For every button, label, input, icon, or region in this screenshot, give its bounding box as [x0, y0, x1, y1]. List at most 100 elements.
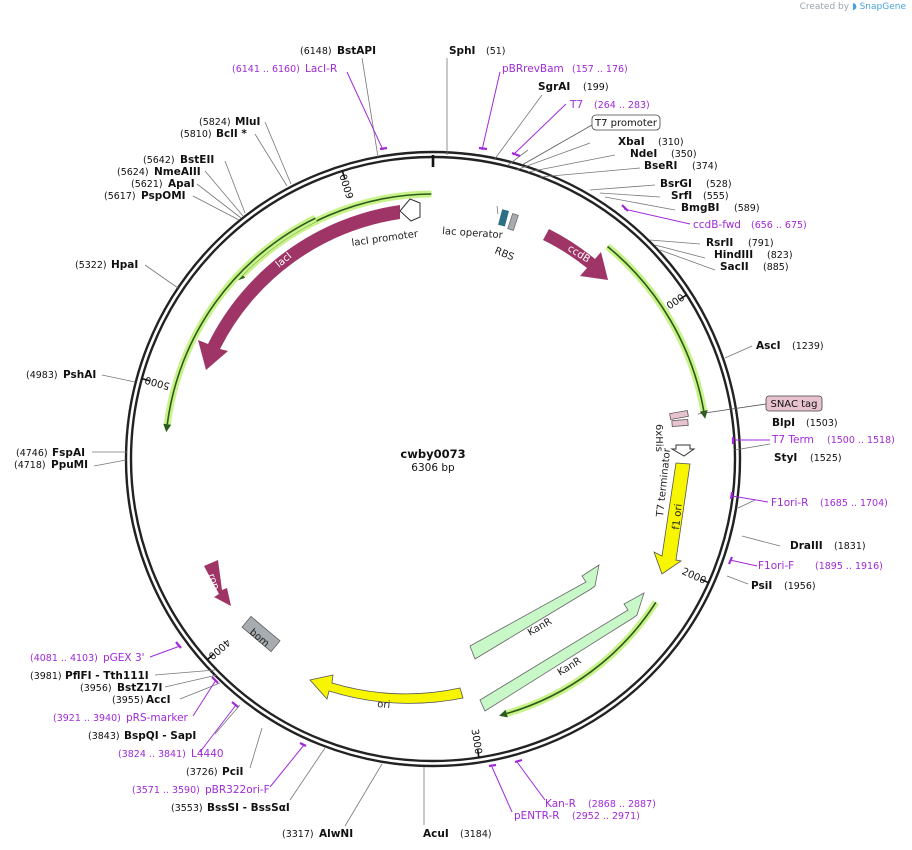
svg-text:(1525): (1525) [810, 453, 842, 464]
svg-text:(3317): (3317) [282, 829, 314, 840]
svg-text:SgrAI: SgrAI [538, 81, 570, 93]
svg-text:Kan-R: Kan-R [545, 798, 576, 810]
green-arc-glow-1 [605, 243, 708, 412]
ori-label: ori [377, 699, 391, 711]
svg-text:(3726): (3726) [186, 767, 218, 778]
svg-text:(589): (589) [734, 203, 760, 214]
svg-text:BstEII: BstEII [180, 154, 214, 166]
green-feature-arcs [163, 190, 708, 718]
svg-text:NdeI: NdeI [630, 148, 657, 160]
svg-text:pBRrevBam: pBRrevBam [502, 63, 564, 75]
tick-mark [206, 653, 214, 661]
svg-text:BlpI: BlpI [772, 417, 795, 429]
svg-text:(528): (528) [706, 179, 732, 190]
laci-promoter-label: lacI promoter [351, 229, 420, 249]
svg-text:SrfI: SrfI [671, 190, 692, 202]
svg-text:(1239): (1239) [792, 341, 824, 352]
green-arc-line-1 [607, 245, 705, 412]
svg-text:(3955): (3955) [112, 695, 144, 706]
svg-text:RsrII: RsrII [706, 237, 733, 249]
svg-text:(885): (885) [763, 262, 789, 273]
svg-text:F1ori-F: F1ori-F [758, 560, 794, 572]
svg-text:DraIII: DraIII [790, 540, 823, 552]
svg-text:(1895 .. 1916): (1895 .. 1916) [815, 561, 883, 572]
green-arc-head-3 [163, 423, 172, 433]
f1-ori-label: f1 ori [671, 503, 685, 530]
svg-text:(823): (823) [767, 250, 793, 261]
kanr-arrow-2 [479, 592, 645, 712]
tick-label-4: 5000 [144, 374, 171, 391]
snapgene-logo-icon: ◗ [851, 2, 857, 12]
rbs-label: RBS [493, 246, 516, 264]
snapgene-watermark: Created by ◗ SnapGene [799, 2, 906, 12]
svg-text:pGEX 3': pGEX 3' [103, 652, 145, 664]
tick-mark [679, 294, 687, 300]
svg-text:(3921 .. 3940): (3921 .. 3940) [53, 713, 121, 724]
tick-label-3: 4000 [206, 636, 232, 661]
svg-text:(4983): (4983) [26, 370, 58, 381]
rbs-block [507, 213, 519, 231]
svg-text:PshAI: PshAI [63, 369, 96, 381]
plasmid-length: 6306 bp [411, 462, 455, 474]
svg-text:(3956): (3956) [80, 683, 112, 694]
laci-arrow [198, 205, 400, 370]
svg-text:(6141 .. 6160): (6141 .. 6160) [232, 64, 300, 75]
svg-text:pENTR-R: pENTR-R [514, 810, 560, 822]
svg-text:LacI-R: LacI-R [305, 63, 337, 75]
tick-mark [476, 749, 480, 758]
svg-text:BssSI - BssSαI: BssSI - BssSαI [207, 802, 290, 814]
svg-text:(5642): (5642) [143, 155, 175, 166]
laci-promoter-arrow [399, 198, 421, 222]
svg-text:(264 .. 283): (264 .. 283) [594, 100, 650, 111]
green-arc-line-2 [506, 601, 657, 715]
tick-label-2: 3000 [469, 728, 484, 755]
primer-markers [175, 146, 735, 768]
backbone-outer [124, 150, 742, 768]
tick-mark [141, 377, 150, 382]
svg-text:(2952 .. 2971): (2952 .. 2971) [572, 811, 640, 822]
svg-text:XbaI: XbaI [618, 136, 645, 148]
svg-text:SacII: SacII [720, 261, 749, 273]
snac-tag-label: SNAC tag [770, 399, 817, 410]
rop-arrow [204, 560, 231, 606]
svg-text:BsrGI: BsrGI [660, 178, 692, 190]
svg-text:ApaI: ApaI [168, 178, 195, 190]
green-arc-line-3 [166, 217, 316, 425]
tick-label-5: 6000 [339, 172, 357, 200]
svg-text:(5624): (5624) [117, 167, 149, 178]
svg-text:PflFI - Tth111I: PflFI - Tth111I [65, 670, 149, 682]
svg-text:(791): (791) [748, 238, 774, 249]
tick-label-1: 2000 [680, 566, 708, 586]
svg-text:(1500 .. 1518): (1500 .. 1518) [827, 435, 895, 446]
primer-labels: pBRrevBam (157 .. 176) T7 (264 .. 283) c… [30, 63, 895, 822]
t7-promoter-box [591, 114, 661, 131]
kanr-arrow-1 [469, 564, 600, 660]
svg-text:BspQI - SapI: BspQI - SapI [124, 730, 196, 742]
svg-text:(4081 .. 4103): (4081 .. 4103) [30, 653, 98, 664]
svg-text:(3981): (3981) [30, 671, 62, 682]
svg-text:(157 .. 176): (157 .. 176) [572, 64, 628, 75]
svg-text:(3571 .. 3590): (3571 .. 3590) [132, 785, 200, 796]
svg-text:(374): (374) [692, 161, 718, 172]
tick-mark [341, 170, 346, 179]
svg-text:(5617): (5617) [104, 191, 136, 202]
svg-text:(5810): (5810) [180, 129, 212, 140]
t7-promoter-label: T7 promoter [594, 118, 658, 129]
svg-text:(4718): (4718) [14, 460, 46, 471]
ori-arrow [309, 674, 464, 704]
svg-text:(3824 .. 3841): (3824 .. 3841) [118, 749, 186, 760]
site-sphi: SphI [449, 45, 475, 57]
tick-mark [700, 578, 709, 584]
svg-text:pRS-marker: pRS-marker [126, 712, 189, 724]
svg-text:(5824): (5824) [199, 117, 231, 128]
snac-tag-box [765, 395, 823, 412]
svg-text:(51): (51) [486, 46, 506, 57]
svg-text:F1ori-R: F1ori-R [771, 497, 808, 509]
svg-text:StyI: StyI [774, 452, 797, 464]
svg-text:(350): (350) [671, 149, 697, 160]
svg-text:AlwNI: AlwNI [319, 828, 353, 840]
site-labels: SphI (51) SgrAI (199) XbaI (310) NdeI (3… [14, 45, 866, 840]
sixhis-block [669, 410, 689, 420]
f1-ori-arrow [653, 462, 691, 575]
